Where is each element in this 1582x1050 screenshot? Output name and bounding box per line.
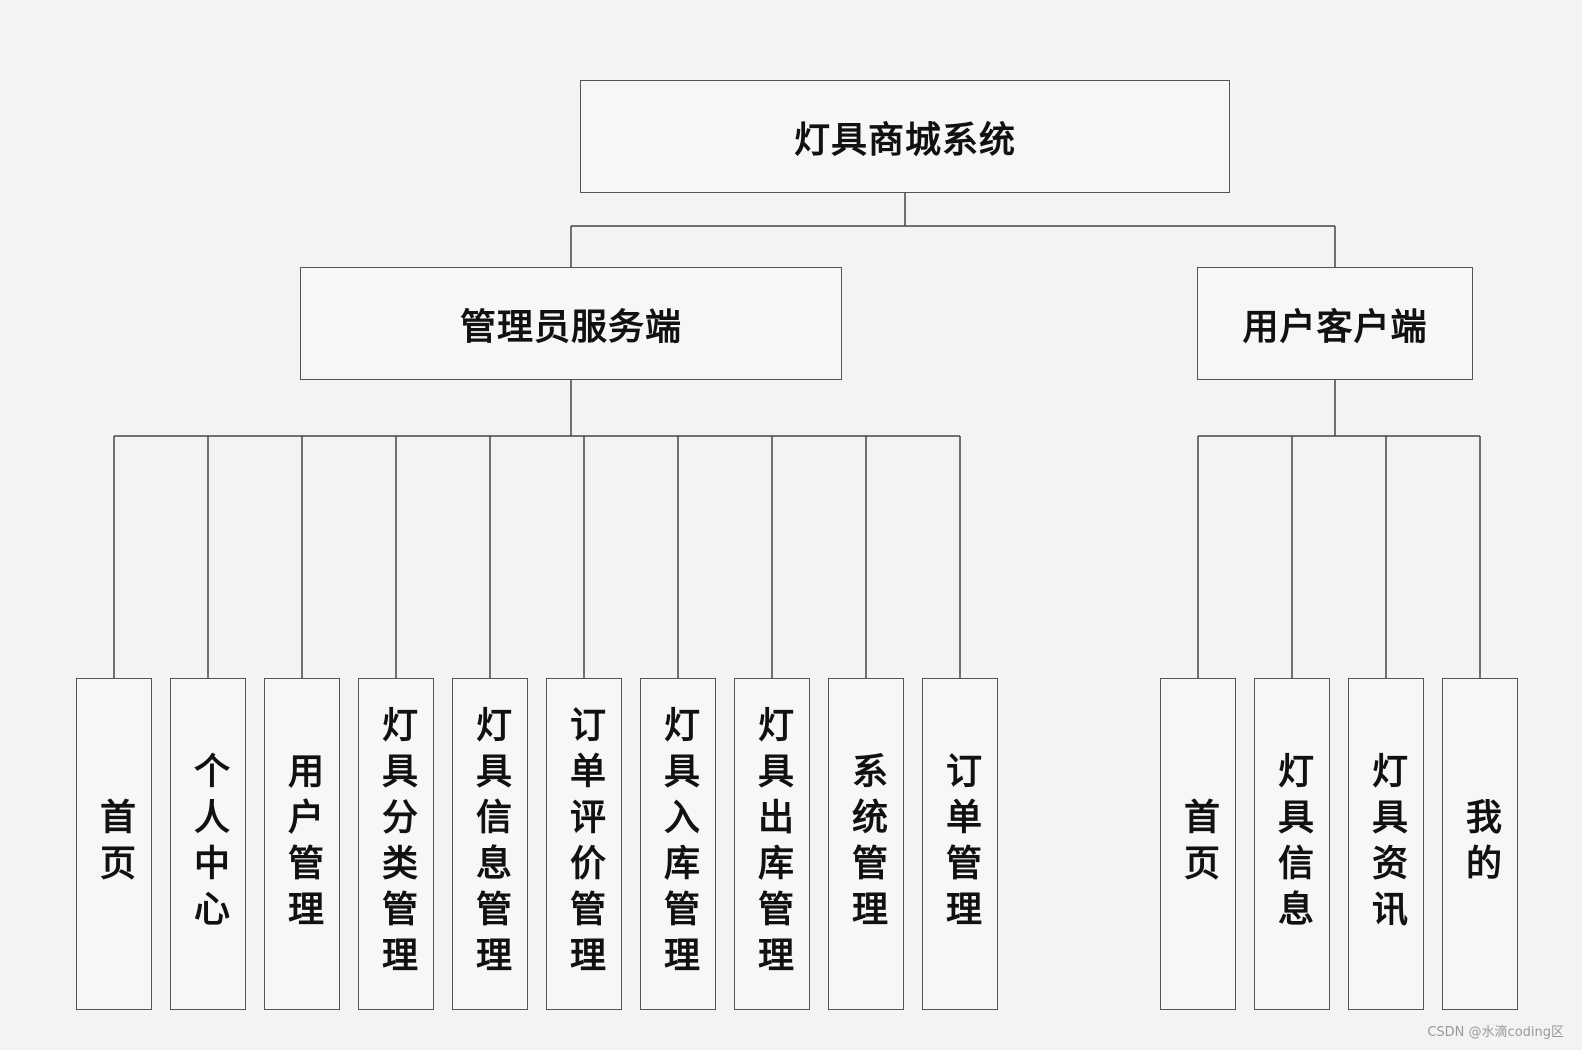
- admin-node: 管理员服务端: [300, 267, 842, 380]
- admin-module-user-management: 用户管理: [264, 678, 340, 1010]
- user-module-mine: 我的: [1442, 678, 1518, 1010]
- admin-module-order: 订单管理: [922, 678, 998, 1010]
- module-label: 我的: [1460, 798, 1501, 890]
- admin-module-lamp-info: 灯具信息管理: [452, 678, 528, 1010]
- module-label: 灯具分类管理: [376, 706, 417, 982]
- module-label: 订单评价管理: [564, 706, 605, 982]
- module-label: 灯具出库管理: [752, 706, 793, 982]
- module-label: 灯具信息管理: [470, 706, 511, 982]
- module-label: 灯具资讯: [1366, 752, 1407, 936]
- module-label: 用户管理: [282, 752, 323, 936]
- admin-module-lamp-category: 灯具分类管理: [358, 678, 434, 1010]
- admin-module-system: 系统管理: [828, 678, 904, 1010]
- watermark: CSDN @水滴coding区: [1427, 1025, 1564, 1040]
- admin-module-home: 首页: [76, 678, 152, 1010]
- root-label: 灯具商城系统: [793, 119, 1016, 161]
- root-node: 灯具商城系统: [580, 80, 1230, 193]
- admin-label: 管理员服务端: [459, 306, 682, 348]
- module-label: 灯具信息: [1272, 752, 1313, 936]
- user-module-lamp-news: 灯具资讯: [1348, 678, 1424, 1010]
- admin-module-order-review: 订单评价管理: [546, 678, 622, 1010]
- module-label: 订单管理: [940, 752, 981, 936]
- admin-module-personal-center: 个人中心: [170, 678, 246, 1010]
- user-module-lamp-info: 灯具信息: [1254, 678, 1330, 1010]
- module-label: 首页: [94, 798, 135, 890]
- module-label: 个人中心: [188, 752, 229, 936]
- user-module-home: 首页: [1160, 678, 1236, 1010]
- user-node: 用户客户端: [1197, 267, 1473, 380]
- module-label: 系统管理: [846, 752, 887, 936]
- module-label: 灯具入库管理: [658, 706, 699, 982]
- user-label: 用户客户端: [1242, 306, 1428, 348]
- admin-module-lamp-outbound: 灯具出库管理: [734, 678, 810, 1010]
- admin-module-lamp-inbound: 灯具入库管理: [640, 678, 716, 1010]
- module-label: 首页: [1178, 798, 1219, 890]
